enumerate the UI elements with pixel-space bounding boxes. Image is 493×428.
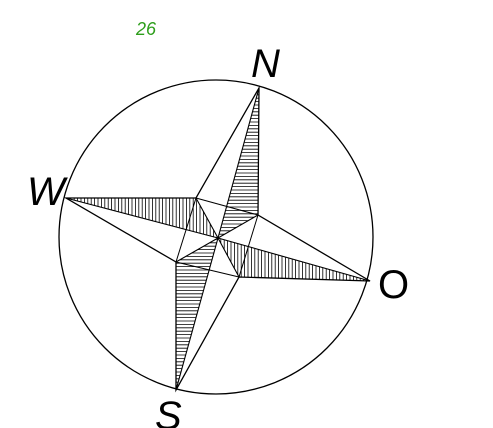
west-label: W (27, 170, 65, 214)
south-point-hatching (176, 238, 218, 390)
center-spokes (65, 87, 371, 391)
compass-ring (58, 79, 374, 395)
page-number: 26 (136, 19, 157, 39)
south-label: S (155, 394, 182, 428)
north-label: N (251, 42, 280, 86)
east-label: O (378, 263, 410, 307)
